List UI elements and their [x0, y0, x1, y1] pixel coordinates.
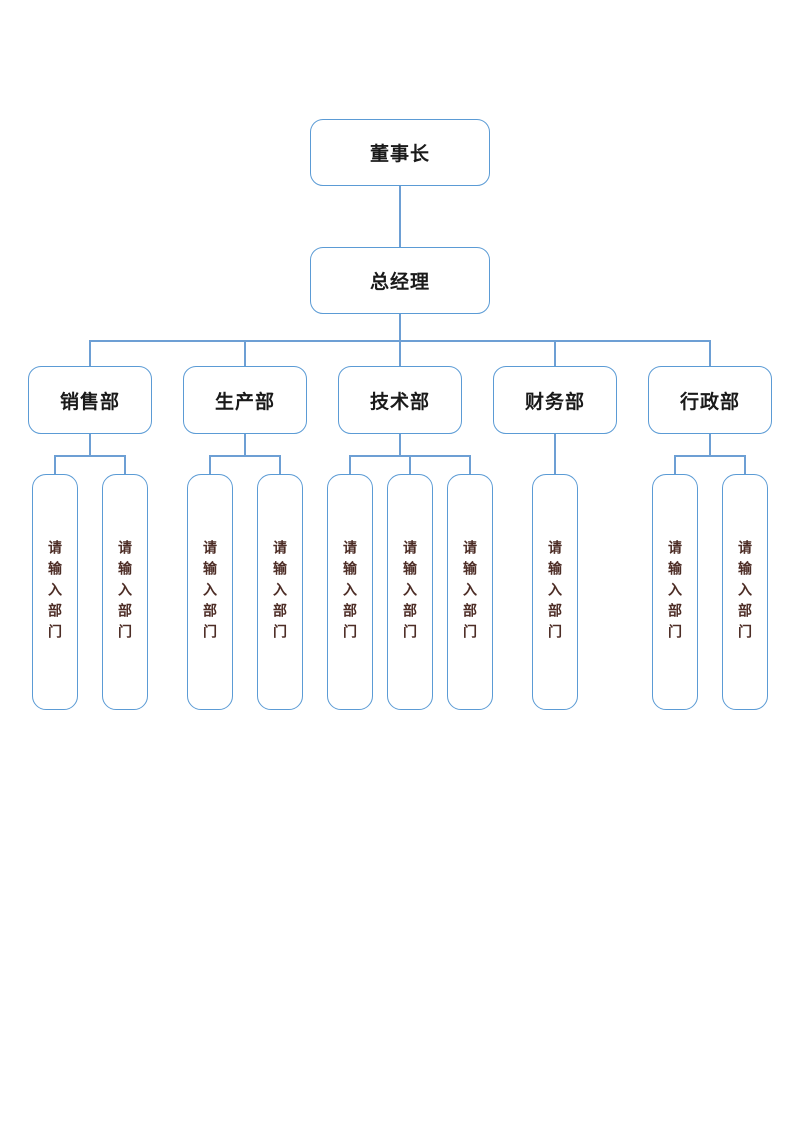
node-sub-dept-placeholder[interactable]: 请输入部门 — [652, 474, 698, 710]
sub-dept-placeholder-text: 请输入部门 — [272, 539, 288, 645]
node-sub-dept-placeholder[interactable]: 请输入部门 — [102, 474, 148, 710]
connector-manager-drop — [399, 314, 401, 341]
node-sub-dept-placeholder[interactable]: 请输入部门 — [32, 474, 78, 710]
connector-admin-child-drop — [674, 455, 676, 474]
connector-finance-child-drop — [554, 434, 556, 474]
node-sub-dept-placeholder[interactable]: 请输入部门 — [447, 474, 493, 710]
connector-production-child-drop — [209, 455, 211, 474]
node-dept-sales-label: 销售部 — [59, 391, 120, 413]
node-general-manager-label: 总经理 — [369, 272, 430, 293]
connector-sales-child-drop — [54, 455, 56, 474]
node-dept-sales[interactable]: 销售部 — [28, 366, 152, 434]
sub-dept-placeholder-text: 请输入部门 — [202, 539, 218, 645]
sub-dept-placeholder-text: 请输入部门 — [117, 539, 133, 645]
connector-sales-bus — [55, 455, 125, 457]
connector-admin-child-drop — [744, 455, 746, 474]
sub-dept-placeholder-text: 请输入部门 — [547, 539, 563, 645]
connector-root-to-manager — [399, 186, 401, 247]
sub-dept-placeholder-text: 请输入部门 — [737, 539, 753, 645]
connector-production-stem — [244, 434, 246, 455]
node-dept-technology[interactable]: 技术部 — [338, 366, 462, 434]
node-dept-production[interactable]: 生产部 — [183, 366, 307, 434]
node-dept-admin-label: 行政部 — [679, 391, 740, 413]
connector-admin-bus — [675, 455, 745, 457]
node-sub-dept-placeholder[interactable]: 请输入部门 — [327, 474, 373, 710]
connector-sales-stem — [89, 434, 91, 455]
connector-drop-admin — [709, 340, 711, 366]
node-sub-dept-placeholder[interactable]: 请输入部门 — [387, 474, 433, 710]
sub-dept-placeholder-text: 请输入部门 — [667, 539, 683, 645]
sub-dept-placeholder-text: 请输入部门 — [402, 539, 418, 645]
node-dept-technology-label: 技术部 — [369, 391, 430, 413]
connector-drop-sales — [89, 340, 91, 366]
node-sub-dept-placeholder[interactable]: 请输入部门 — [532, 474, 578, 710]
connector-drop-production — [244, 340, 246, 366]
connector-technology-stem — [399, 434, 401, 455]
node-sub-dept-placeholder[interactable]: 请输入部门 — [187, 474, 233, 710]
connector-technology-child-drop — [349, 455, 351, 474]
connector-drop-finance — [554, 340, 556, 366]
connector-sales-child-drop — [124, 455, 126, 474]
node-dept-production-label: 生产部 — [214, 391, 275, 413]
connector-admin-stem — [709, 434, 711, 455]
node-dept-finance[interactable]: 财务部 — [493, 366, 617, 434]
node-chairman[interactable]: 董事长 — [310, 119, 490, 186]
connector-production-child-drop — [279, 455, 281, 474]
node-general-manager[interactable]: 总经理 — [310, 247, 490, 314]
node-sub-dept-placeholder[interactable]: 请输入部门 — [722, 474, 768, 710]
node-dept-admin[interactable]: 行政部 — [648, 366, 772, 434]
node-dept-finance-label: 财务部 — [524, 391, 585, 413]
node-chairman-label: 董事长 — [369, 144, 430, 165]
connector-production-bus — [210, 455, 280, 457]
sub-dept-placeholder-text: 请输入部门 — [462, 539, 478, 645]
sub-dept-placeholder-text: 请输入部门 — [342, 539, 358, 645]
connector-technology-child-drop — [469, 455, 471, 474]
sub-dept-placeholder-text: 请输入部门 — [47, 539, 63, 645]
node-sub-dept-placeholder[interactable]: 请输入部门 — [257, 474, 303, 710]
connector-technology-child-drop — [409, 455, 411, 474]
connector-drop-technology — [399, 340, 401, 366]
